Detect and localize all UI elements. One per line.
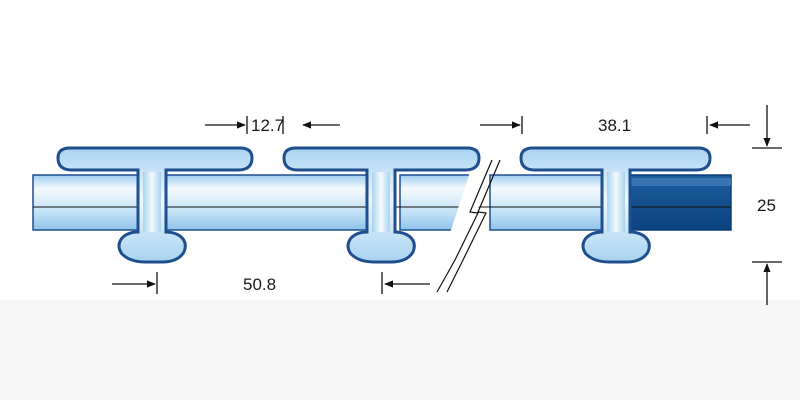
bar-dark-highlight (626, 178, 731, 186)
t-profile-1 (56, 146, 254, 264)
dim-38-1-label: 38.1 (598, 116, 631, 135)
break-symbol (436, 159, 501, 293)
dim-50-8-label: 50.8 (243, 275, 276, 294)
bar-left (32, 174, 471, 231)
dimension-cap-width: 38.1 (480, 116, 750, 135)
dim-12-7-label: 12.7 (251, 116, 284, 135)
break-line-2 (436, 159, 493, 293)
bar-segment-4 (489, 174, 603, 231)
bar-segment-2 (165, 174, 377, 231)
dimension-pitch: 50.8 (112, 272, 430, 294)
lower-panel (0, 300, 800, 400)
dimension-thickness: 25 (752, 105, 782, 305)
dim-25-label: 25 (757, 196, 776, 215)
dimension-cap-gap: 12.7 (205, 116, 340, 135)
t-profile-3 (519, 146, 712, 264)
break-line-1 (446, 159, 501, 293)
bar-right (489, 174, 732, 231)
t-profile-2 (282, 146, 481, 264)
bar-segment-1 (32, 174, 139, 231)
